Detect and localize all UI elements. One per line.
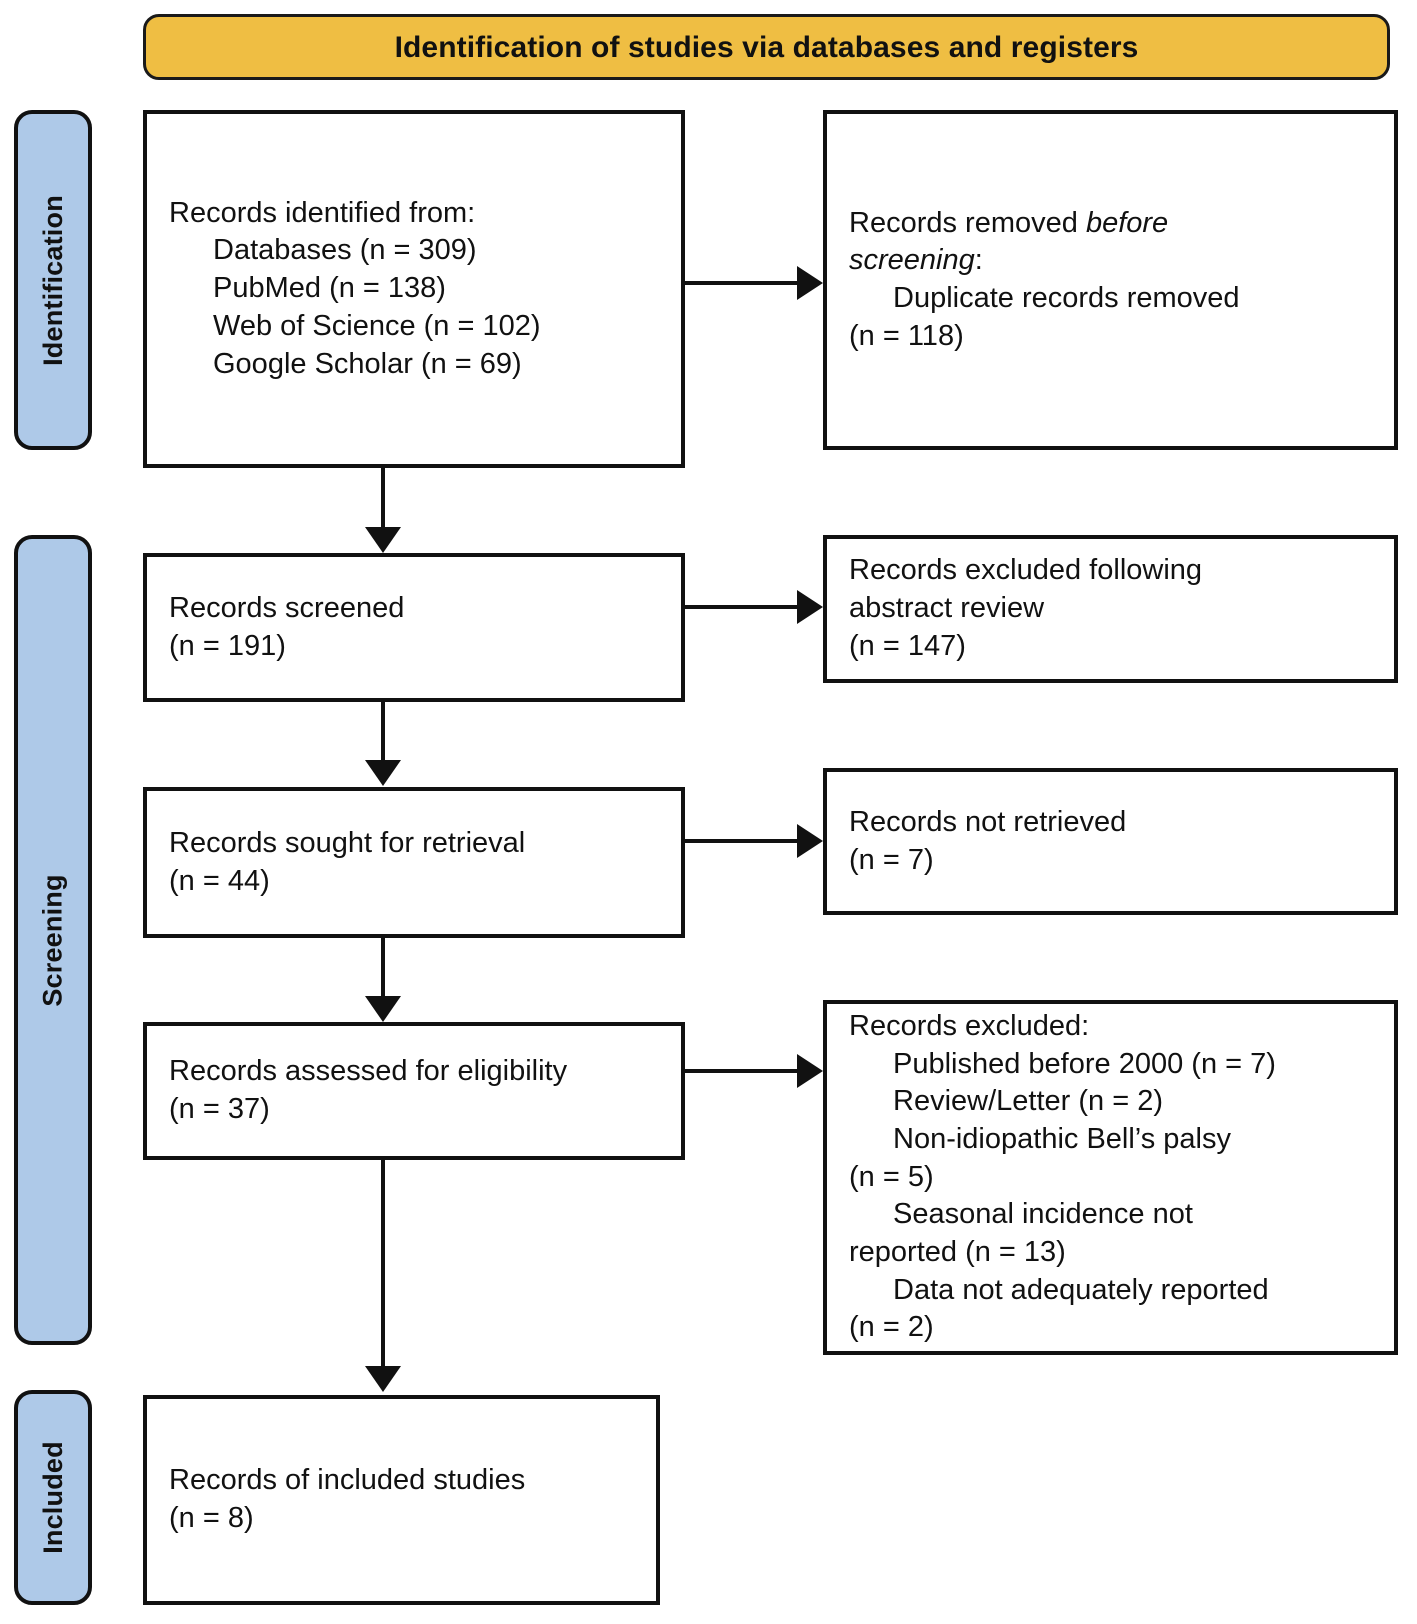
box-line: (n = 37) <box>169 1093 270 1125</box>
stage-rail-label-included: Included <box>37 1441 68 1554</box>
box-line: Records screened <box>169 591 405 624</box>
arrow-assessed-to-included <box>381 1160 385 1368</box>
box-line: Databases (n = 309) <box>213 234 477 267</box>
box-line: Records not retrieved <box>849 805 1127 838</box>
box-line-plain: Records removed <box>849 206 1086 239</box>
arrow-identified-to-removed <box>685 281 802 285</box>
box-records-sought-for-retrieval: Records sought for retrieval (n = 44) <box>143 787 685 938</box>
box-line: (n = 118) <box>849 319 964 352</box>
stage-rail-identification: Identification <box>14 110 92 450</box>
box-line: Published before 2000 (n = 7) <box>893 1047 1276 1080</box>
box-line: (n = 147) <box>849 629 966 662</box>
arrow-assessed-to-excluded-reasons <box>685 1069 802 1073</box>
arrowhead-right-icon <box>797 590 823 624</box>
box-line: (n = 44) <box>169 864 270 897</box>
box-line: (n = 8) <box>169 1502 254 1534</box>
box-records-excluded-with-reasons: Records excluded: Published before 2000 … <box>823 1000 1398 1355</box>
stage-rail-label-screening: Screening <box>37 873 68 1007</box>
box-line-plain: : <box>974 244 983 277</box>
box-records-assessed-for-eligibility: Records assessed for eligibility (n = 37… <box>143 1022 685 1160</box>
arrowhead-down-icon <box>365 1366 401 1392</box>
arrow-identified-to-screened <box>381 468 385 531</box>
box-line: (n = 5) <box>849 1160 934 1193</box>
box-records-removed-before-screening: Records removed before screening: Duplic… <box>823 110 1398 450</box>
box-line: abstract review <box>849 592 1045 625</box>
stage-rail-screening: Screening <box>14 535 92 1345</box>
arrow-sought-to-assessed <box>381 938 385 1000</box>
box-line: Records removed before <box>849 205 1372 243</box>
arrowhead-down-icon <box>365 996 401 1022</box>
box-line: screening: <box>849 242 1372 280</box>
box-records-identified: Records identified from: Databases (n = … <box>143 110 685 468</box>
box-line: Review/Letter (n = 2) <box>893 1085 1163 1118</box>
box-line: Records excluded: <box>849 1009 1090 1042</box>
arrow-screened-to-excluded-abstract <box>685 605 802 609</box>
page-title: Identification of studies via databases … <box>394 30 1139 64</box>
box-line: (n = 191) <box>169 629 286 662</box>
stage-rail-included: Included <box>14 1390 92 1605</box>
box-records-of-included-studies: Records of included studies (n = 8) <box>143 1395 660 1605</box>
box-line: Records assessed for eligibility <box>169 1055 568 1088</box>
box-line: (n = 7) <box>849 843 934 876</box>
arrow-sought-to-not-retrieved <box>685 839 802 843</box>
box-line: Google Scholar (n = 69) <box>213 347 522 380</box>
box-line-italic: screening <box>849 244 975 277</box>
arrowhead-down-icon <box>365 760 401 786</box>
box-line: Data not adequately reported <box>893 1273 1269 1306</box>
box-line: Duplicate records removed <box>893 282 1240 314</box>
box-line: Records excluded following <box>849 554 1203 587</box>
box-records-not-retrieved: Records not retrieved (n = 7) <box>823 768 1398 915</box>
box-line: (n = 2) <box>849 1311 934 1344</box>
box-line: reported (n = 13) <box>849 1236 1066 1269</box>
box-line: Web of Science (n = 102) <box>213 309 541 342</box>
box-line: Non-idiopathic Bell’s palsy <box>893 1122 1231 1155</box>
arrowhead-down-icon <box>365 527 401 553</box>
box-line: Records identified from: <box>169 196 476 229</box>
arrow-screened-to-sought <box>381 702 385 764</box>
box-line-italic: before <box>1085 206 1169 239</box>
box-line: Records sought for retrieval <box>169 826 526 859</box>
arrowhead-right-icon <box>797 266 823 300</box>
arrowhead-right-icon <box>797 1054 823 1088</box>
arrowhead-right-icon <box>797 824 823 858</box>
box-line: PubMed (n = 138) <box>213 272 446 305</box>
box-line: Seasonal incidence not <box>893 1198 1193 1231</box>
box-line: Records of included studies <box>169 1464 526 1497</box>
stage-rail-label-identification: Identification <box>37 194 68 366</box>
box-records-excluded-abstract-review: Records excluded following abstract revi… <box>823 535 1398 683</box>
diagram-header-banner: Identification of studies via databases … <box>143 14 1390 80</box>
box-records-screened: Records screened (n = 191) <box>143 553 685 702</box>
